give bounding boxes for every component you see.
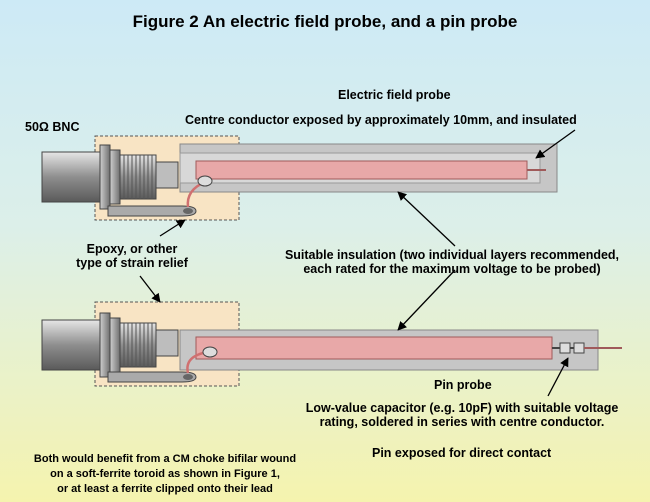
choke-note-line2: on a soft-ferrite toroid as shown in Fig…: [50, 468, 280, 480]
epoxy-label-line2: type of strain relief: [76, 256, 188, 270]
conductor-bottom: [195, 336, 553, 360]
pin-probe-label: Pin probe: [434, 378, 492, 392]
conductor-top: [195, 160, 528, 180]
choke-note-line1: Both would benefit from a CM choke bifil…: [33, 453, 297, 465]
centre-conductor-label: Centre conductor exposed by approximatel…: [185, 113, 577, 127]
epoxy-label-line1: Epoxy, or other: [86, 242, 178, 256]
bnc-connector-top: [41, 151, 101, 203]
insulation-label-line1: Suitable insulation (two individual laye…: [284, 248, 620, 262]
insulation-label-line2: each rated for the maximum voltage to be…: [303, 262, 601, 276]
choke-note: Both would benefit from a CM choke bifil…: [4, 452, 326, 497]
bnc-label: 50Ω BNC: [25, 120, 80, 134]
epoxy-label: Epoxy, or other type of strain relief: [52, 242, 212, 270]
choke-note-line3: or at least a ferrite clipped onto their…: [57, 483, 273, 495]
pin-exposed-label: Pin exposed for direct contact: [372, 446, 552, 460]
arrow-to-capacitor: [547, 357, 569, 397]
capacitor-label-line1: Low-value capacitor (e.g. 10pF) with sui…: [305, 401, 619, 415]
insulation-label: Suitable insulation (two individual laye…: [262, 248, 642, 276]
bnc-insert-bottom: [155, 329, 179, 357]
arrow-to-insulation-top: [397, 191, 456, 247]
arrow-to-epoxy-top: [159, 219, 186, 237]
capacitor: [559, 342, 571, 354]
arrow-to-epoxy-bottom: [139, 275, 161, 303]
capacitor-label: Low-value capacitor (e.g. 10pF) with sui…: [282, 401, 642, 429]
ground-lug-bottom: [107, 371, 197, 383]
capacitor-label-line2: rating, soldered in series with centre c…: [319, 415, 605, 429]
arrow-to-insulation-bottom: [397, 269, 456, 331]
ground-lug-top: [107, 205, 197, 217]
bnc-thread-bottom: [119, 322, 157, 368]
arrow-to-exposed-tip: [535, 129, 576, 159]
bnc-nut-top: [109, 149, 121, 205]
solder-joint-bottom: [202, 346, 218, 358]
bnc-connector-bottom: [41, 319, 101, 371]
solder-joint-top: [197, 175, 213, 187]
efield-probe-label: Electric field probe: [338, 88, 451, 102]
pin-probe: [41, 301, 622, 387]
bnc-insert-top: [155, 161, 179, 189]
bnc-nut-bottom: [109, 317, 121, 373]
electric-field-probe: [41, 135, 558, 221]
bnc-flange-top: [99, 144, 111, 210]
figure-title: Figure 2 An electric field probe, and a …: [132, 12, 518, 31]
bnc-thread-top: [119, 154, 157, 200]
bnc-flange-bottom: [99, 312, 111, 378]
